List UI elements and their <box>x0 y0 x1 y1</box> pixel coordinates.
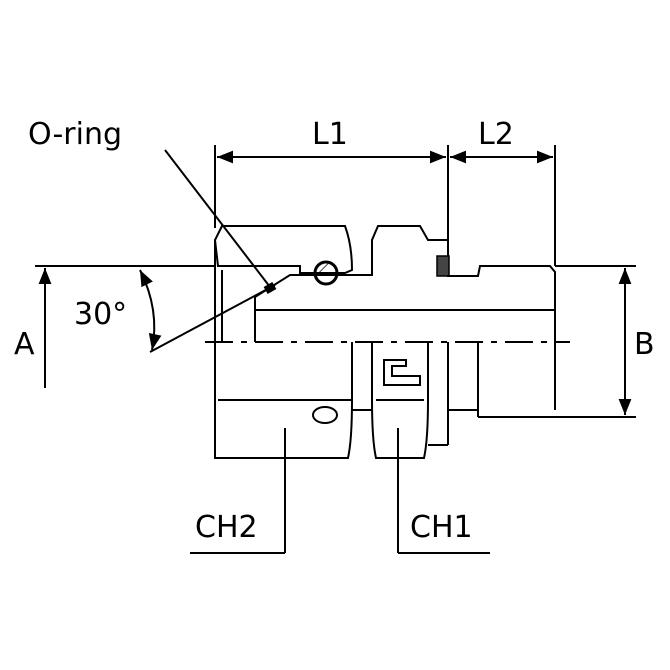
angle-label: 30° <box>74 297 128 332</box>
o-ring-label: O-ring <box>28 117 122 152</box>
dim-b-label: B <box>634 327 655 362</box>
seal-ring <box>436 255 450 277</box>
o-ring-seal <box>313 260 339 286</box>
l1-label: L1 <box>312 117 348 152</box>
retaining-ring <box>263 282 277 294</box>
l2-label: L2 <box>478 117 514 152</box>
dimension-lines <box>35 145 636 554</box>
nut-section <box>213 225 372 459</box>
ch2-label: CH2 <box>195 510 258 545</box>
ch1-label: CH1 <box>410 510 473 545</box>
dim-a-label: A <box>14 327 35 362</box>
